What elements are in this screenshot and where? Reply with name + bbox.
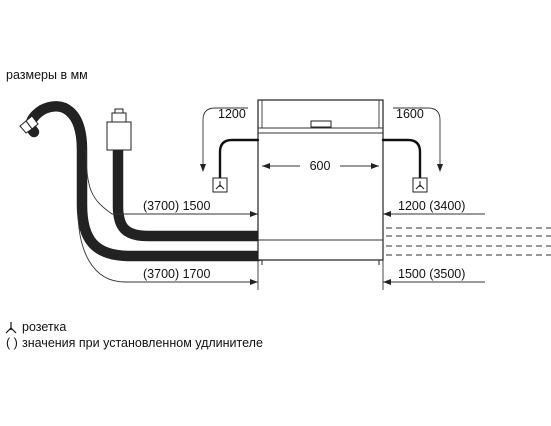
guide-lower [77, 209, 258, 283]
width-label: 600 [310, 159, 331, 173]
guide-upper [85, 149, 258, 215]
left-lower-label: (3700) 1700 [143, 267, 210, 281]
right-power-cable: 1600 [381, 107, 443, 193]
drain-hose [19, 101, 264, 262]
arrow-left-lower [250, 279, 258, 285]
legend: розетка ( ) значения при установленном у… [5, 320, 263, 350]
legend-brackets-symbol: ( ) [6, 336, 18, 350]
right-lower-label: 1500 (3500) [398, 267, 465, 281]
top-right-label: 1600 [396, 107, 424, 121]
inlet-hose [112, 142, 264, 242]
dishwasher [257, 99, 384, 290]
legend-brackets-label: значения при установленном удлинителе [22, 336, 263, 350]
right-dashed-lines [386, 227, 551, 256]
left-power-cable: 1200 [200, 107, 260, 193]
width-dimension: 600 [262, 159, 379, 173]
top-left-label: 1200 [218, 107, 246, 121]
legend-socket-label: розетка [22, 320, 66, 334]
units-caption: размеры в мм [6, 68, 88, 82]
right-upper-label: 1200 (3400) [398, 199, 465, 213]
left-upper-label: (3700) 1500 [143, 199, 210, 213]
socket-icon [5, 322, 17, 334]
water-valve [106, 108, 132, 151]
arrow-left-upper [250, 211, 258, 217]
